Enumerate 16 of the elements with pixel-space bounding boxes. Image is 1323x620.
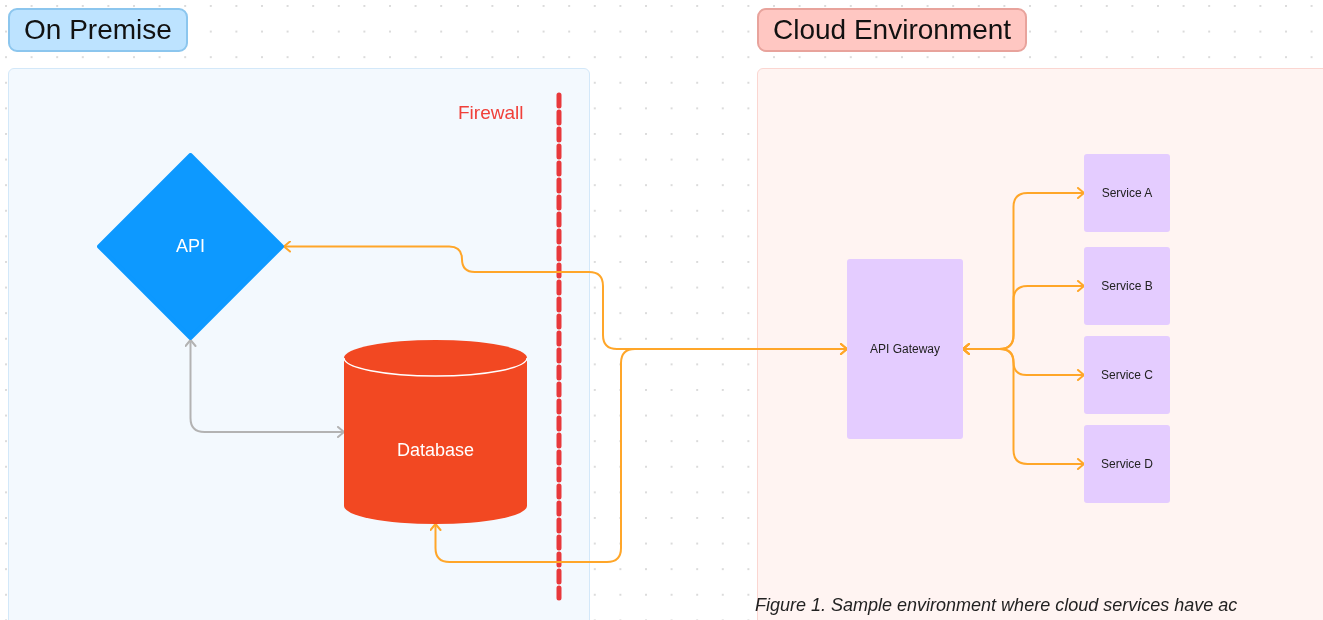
service-box: API Gateway [847, 259, 963, 439]
service-box: Service C [1084, 336, 1170, 414]
figure-caption: Figure 1. Sample environment where cloud services have ac [755, 595, 1238, 616]
section-heading: On Premise [8, 8, 188, 52]
service-box: Service B [1084, 247, 1170, 325]
node-label: API [176, 236, 205, 257]
connector-arrow [962, 343, 1085, 470]
database-cylinder [344, 340, 527, 524]
connector-arrow [429, 343, 848, 563]
api-diamond [97, 153, 284, 340]
service-box: Service D [1084, 425, 1170, 503]
section-heading: Cloud Environment [757, 8, 1028, 52]
service-box: Service A [1084, 154, 1170, 232]
firewall-label: Firewall [458, 102, 524, 124]
node-label: Database [396, 439, 475, 461]
connector-arrow [184, 339, 345, 438]
